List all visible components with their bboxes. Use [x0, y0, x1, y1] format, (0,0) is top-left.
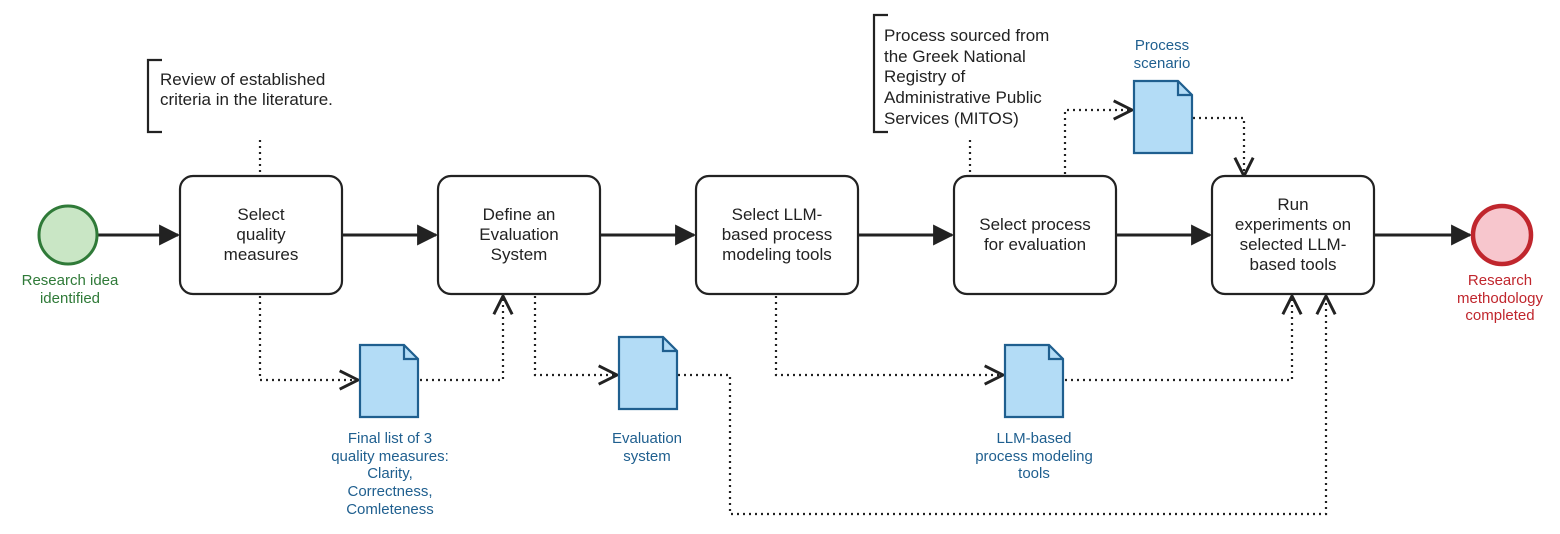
doc-label-evaluation-system: Evaluation system: [611, 430, 683, 465]
assoc-evaldoc-to-run: [678, 296, 1326, 516]
assoc-process-to-scenario: [1063, 110, 1132, 174]
doc-evaluation-system[interactable]: [617, 335, 679, 411]
data-associations: [258, 110, 1326, 516]
assoc-define-to-evaldoc: [533, 296, 617, 375]
task-label-select-llm-tools: Select LLM- based process modeling tools: [721, 204, 833, 265]
document-fold: [1176, 81, 1192, 97]
task-run-experiments[interactable]: [1210, 174, 1376, 296]
task-label-select-quality-measures: Select quality measures: [223, 204, 299, 265]
task-select-process[interactable]: [952, 174, 1118, 296]
end-event-label: Research methodology completed: [1457, 272, 1543, 325]
data-objects: [358, 79, 1194, 419]
task-define-evaluation-system[interactable]: [436, 174, 602, 296]
doc-label-llm-tools: LLM-based process modeling tools: [975, 430, 1093, 483]
doc-quality-measures[interactable]: [358, 343, 420, 419]
assoc-scenario-to-run: [1193, 116, 1244, 176]
doc-llm-tools[interactable]: [1003, 343, 1065, 419]
task-label-run-experiments: Run experiments on selected LLM- based t…: [1234, 194, 1352, 275]
task-label-define-evaluation-system: Define an Evaluation System: [479, 204, 559, 265]
document-icon: [1003, 343, 1065, 419]
task-select-quality-measures[interactable]: [178, 174, 344, 296]
start-event-label: Research idea identified: [21, 272, 119, 307]
task-select-llm-tools[interactable]: [694, 174, 860, 296]
document-fold: [402, 345, 418, 361]
assoc-llmdoc-to-run: [1065, 296, 1292, 382]
document-fold: [1047, 345, 1063, 361]
mitos-bracket: [872, 13, 888, 134]
assoc-tools-to-llmdoc: [774, 296, 1003, 375]
annotation-mitos: Process sourced from the Greek National …: [884, 26, 1050, 128]
annotation-brackets: [146, 13, 888, 134]
assoc-doc-to-define: [420, 296, 503, 382]
doc-label-process-scenario: Process scenario: [1133, 37, 1191, 72]
annotation-literature: Review of established criteria in the li…: [160, 70, 333, 110]
document-fold: [661, 337, 677, 353]
start-event[interactable]: [37, 204, 99, 266]
task-label-select-process: Select process for evaluation: [979, 214, 1091, 254]
assoc-quality-to-doc: [258, 296, 358, 380]
doc-process-scenario[interactable]: [1132, 79, 1194, 155]
literature-bracket: [146, 58, 162, 134]
tasks: [178, 174, 1376, 296]
doc-label-quality-measures: Final list of 3 quality measures: Clarit…: [331, 430, 449, 518]
end-event[interactable]: [1470, 203, 1534, 267]
document-icon: [1132, 79, 1194, 155]
document-icon: [617, 335, 679, 411]
document-icon: [358, 343, 420, 419]
